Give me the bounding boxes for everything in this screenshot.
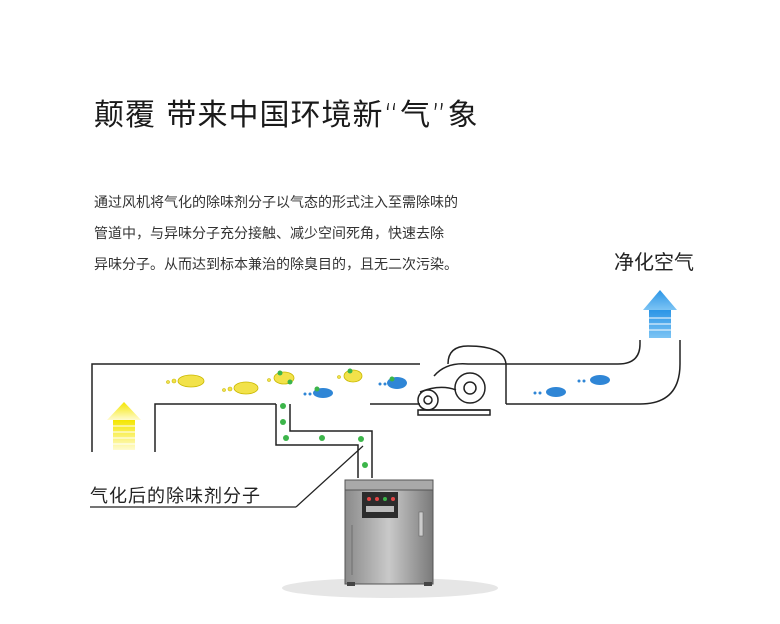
odor-molecule-with-agent [337, 368, 363, 383]
description-line-3: 异味分子。从而达到标本兼治的除臭目的，且无二次污染。 [94, 257, 458, 273]
fan-icon [417, 345, 507, 416]
odor-molecule [166, 374, 205, 388]
agent-label-leader [90, 445, 364, 508]
odor-molecules [166, 368, 363, 395]
odor-molecule [222, 381, 259, 395]
description: 通过风机将气化的除味剂分子以气态的形式注入至需除味的 管道中，与异味分子充分接触… [94, 188, 544, 281]
description-line-1: 通过风机将气化的除味剂分子以气态的形式注入至需除味的 [94, 195, 458, 211]
neutralized-molecules [303, 375, 610, 398]
clean-air-label: 净化空气 [614, 250, 694, 274]
clean-molecule [577, 375, 610, 385]
inlet-arrow-icon [107, 402, 141, 450]
clean-molecule [533, 387, 566, 397]
agent-dots [280, 403, 368, 468]
neutralized-molecule [303, 386, 333, 398]
page-title: 颠覆 带来中国环境新“气”象 [94, 98, 479, 133]
odor-molecule-with-agent [267, 370, 295, 385]
neutralized-molecule [378, 376, 407, 389]
agent-pipe [275, 404, 373, 478]
outlet-arrow-icon [643, 290, 677, 338]
duct [91, 340, 681, 452]
description-line-2: 管道中，与异味分子充分接触、减少空间死角，快速去除 [94, 226, 444, 242]
deodorizer-machine [282, 479, 498, 598]
vaporized-agent-label: 气化后的除味剂分子 [90, 486, 261, 507]
